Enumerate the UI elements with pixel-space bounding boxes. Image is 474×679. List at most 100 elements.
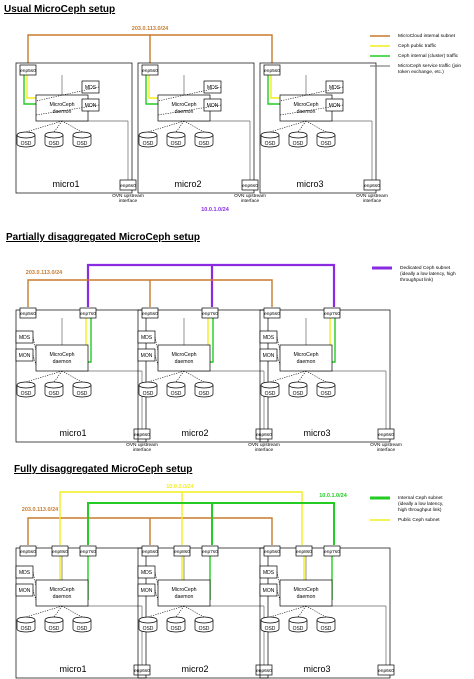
ovn-label: interface [241,198,260,204]
ovn-interface-label: enp6s0 [120,183,136,189]
ovn-interface [377,428,395,440]
osd-label: OSD [77,141,88,147]
ovn-interface-label: enp6s0 [256,432,272,438]
osd-disk-3: OSD [72,131,92,148]
osd-disk-3: OSD [194,381,214,398]
osd-disk-3: OSD [72,616,92,633]
enp7s0-interface [79,545,97,557]
osd-label: OSD [77,391,88,397]
microceph-daemon [279,344,333,372]
osd-disk-top [16,381,36,389]
mon-label: MON [85,103,97,109]
osd-disk-top [72,616,92,624]
osd-label: OSD [49,626,60,632]
osd-label: OSD [199,141,210,147]
enp7s0-interface [323,307,341,319]
osd-disk-top [288,131,308,139]
osd-disk-1: OSD [16,616,36,633]
enp7s0-interface-label: enp7s0 [80,549,96,555]
osd-disk-1: OSD [138,616,158,633]
mon-label: MON [19,353,31,359]
microceph-daemon [279,579,333,607]
osd-disk-top [260,616,280,624]
osd-label: OSD [77,626,88,632]
legend-label: token exchange, etc.) [398,69,444,75]
legend-label: Ceph internal (cluster) traffic [398,53,459,59]
mon-label: MON [329,103,341,109]
legend-label: high throughput link) [398,507,442,513]
daemon-link-public [270,75,280,99]
mon-link [35,104,100,116]
mds-link [276,336,281,352]
enp8s0-interface [295,545,313,557]
mds-label: MDS [207,85,219,91]
enp5s0-interface-label: enp5s0 [264,68,280,74]
osd-disk-1: OSD [260,131,280,148]
daemon-label: daemon [53,359,72,365]
osd-link [53,120,63,133]
enp7s0-interface [323,545,341,557]
microceph-daemon [157,94,211,122]
osd-link [175,120,185,133]
server-box [15,547,147,679]
mds-label: MDS [141,570,153,576]
daemon-label: MicroCeph [293,587,318,593]
enp5s0-interface [19,64,37,76]
osd-disk-top [72,131,92,139]
mon-label: MON [141,588,153,594]
legend-label: Public Ceph subnet [398,517,440,523]
server-box [137,62,255,194]
server-box [137,547,269,679]
osd-disk-2: OSD [44,381,64,398]
osd-link [53,370,63,383]
ovn-label: OVN upstream [356,193,388,199]
osd-label: OSD [171,626,182,632]
enp5s0-interface-label: enp5s0 [264,549,280,555]
osd-label: OSD [49,391,60,397]
osd-disk-top [138,381,158,389]
osd-disk-2: OSD [288,131,308,148]
daemon-label: MicroCeph [293,102,318,108]
mds-label: MDS [19,335,31,341]
mon-link [276,589,281,601]
legend-label: throughput link) [400,277,433,283]
enp7s0-interface-label: enp7s0 [80,311,96,317]
daemon-label: MicroCeph [49,102,74,108]
osd-disk-top [166,381,186,389]
mds-link [32,336,37,352]
mon-link [276,354,281,366]
ovn-interface-label: enp6s0 [256,668,272,674]
node-name: micro1 [59,664,86,674]
osd-label: OSD [199,626,210,632]
mds-link [157,86,222,102]
node-name: micro3 [296,179,323,189]
osd-label: OSD [21,391,32,397]
legend-label: (ideally a low latency, [398,501,443,507]
osd-disk-top [16,131,36,139]
osd-disk-top [260,381,280,389]
osd-link [61,370,83,383]
ovn-interface [363,179,381,191]
osd-disk-2: OSD [166,381,186,398]
mon-label: MON [19,588,31,594]
osd-link [297,605,307,618]
osd-link [175,370,185,383]
subnet-orange-label: 203.0.113.0/24 [132,26,169,32]
osd-disk-top [316,616,336,624]
ovn-label: OVN upstream [126,442,158,448]
ovn-label: interface [255,447,274,453]
osd-link [147,120,185,133]
osd-disk-top [288,616,308,624]
subnet-green-label: 10.0.1.0/24 [319,493,347,499]
enp5s0-interface-label: enp5s0 [20,549,36,555]
osd-label: OSD [321,391,332,397]
enp8s0-interface-label: enp8s0 [174,549,190,555]
mon-label: MON [263,588,275,594]
osd-disk-2: OSD [166,131,186,148]
node-name: micro1 [59,428,86,438]
osd-disk-3: OSD [194,131,214,148]
microceph-daemon [157,344,211,372]
osd-disk-top [138,131,158,139]
ovn-interface [255,428,273,440]
